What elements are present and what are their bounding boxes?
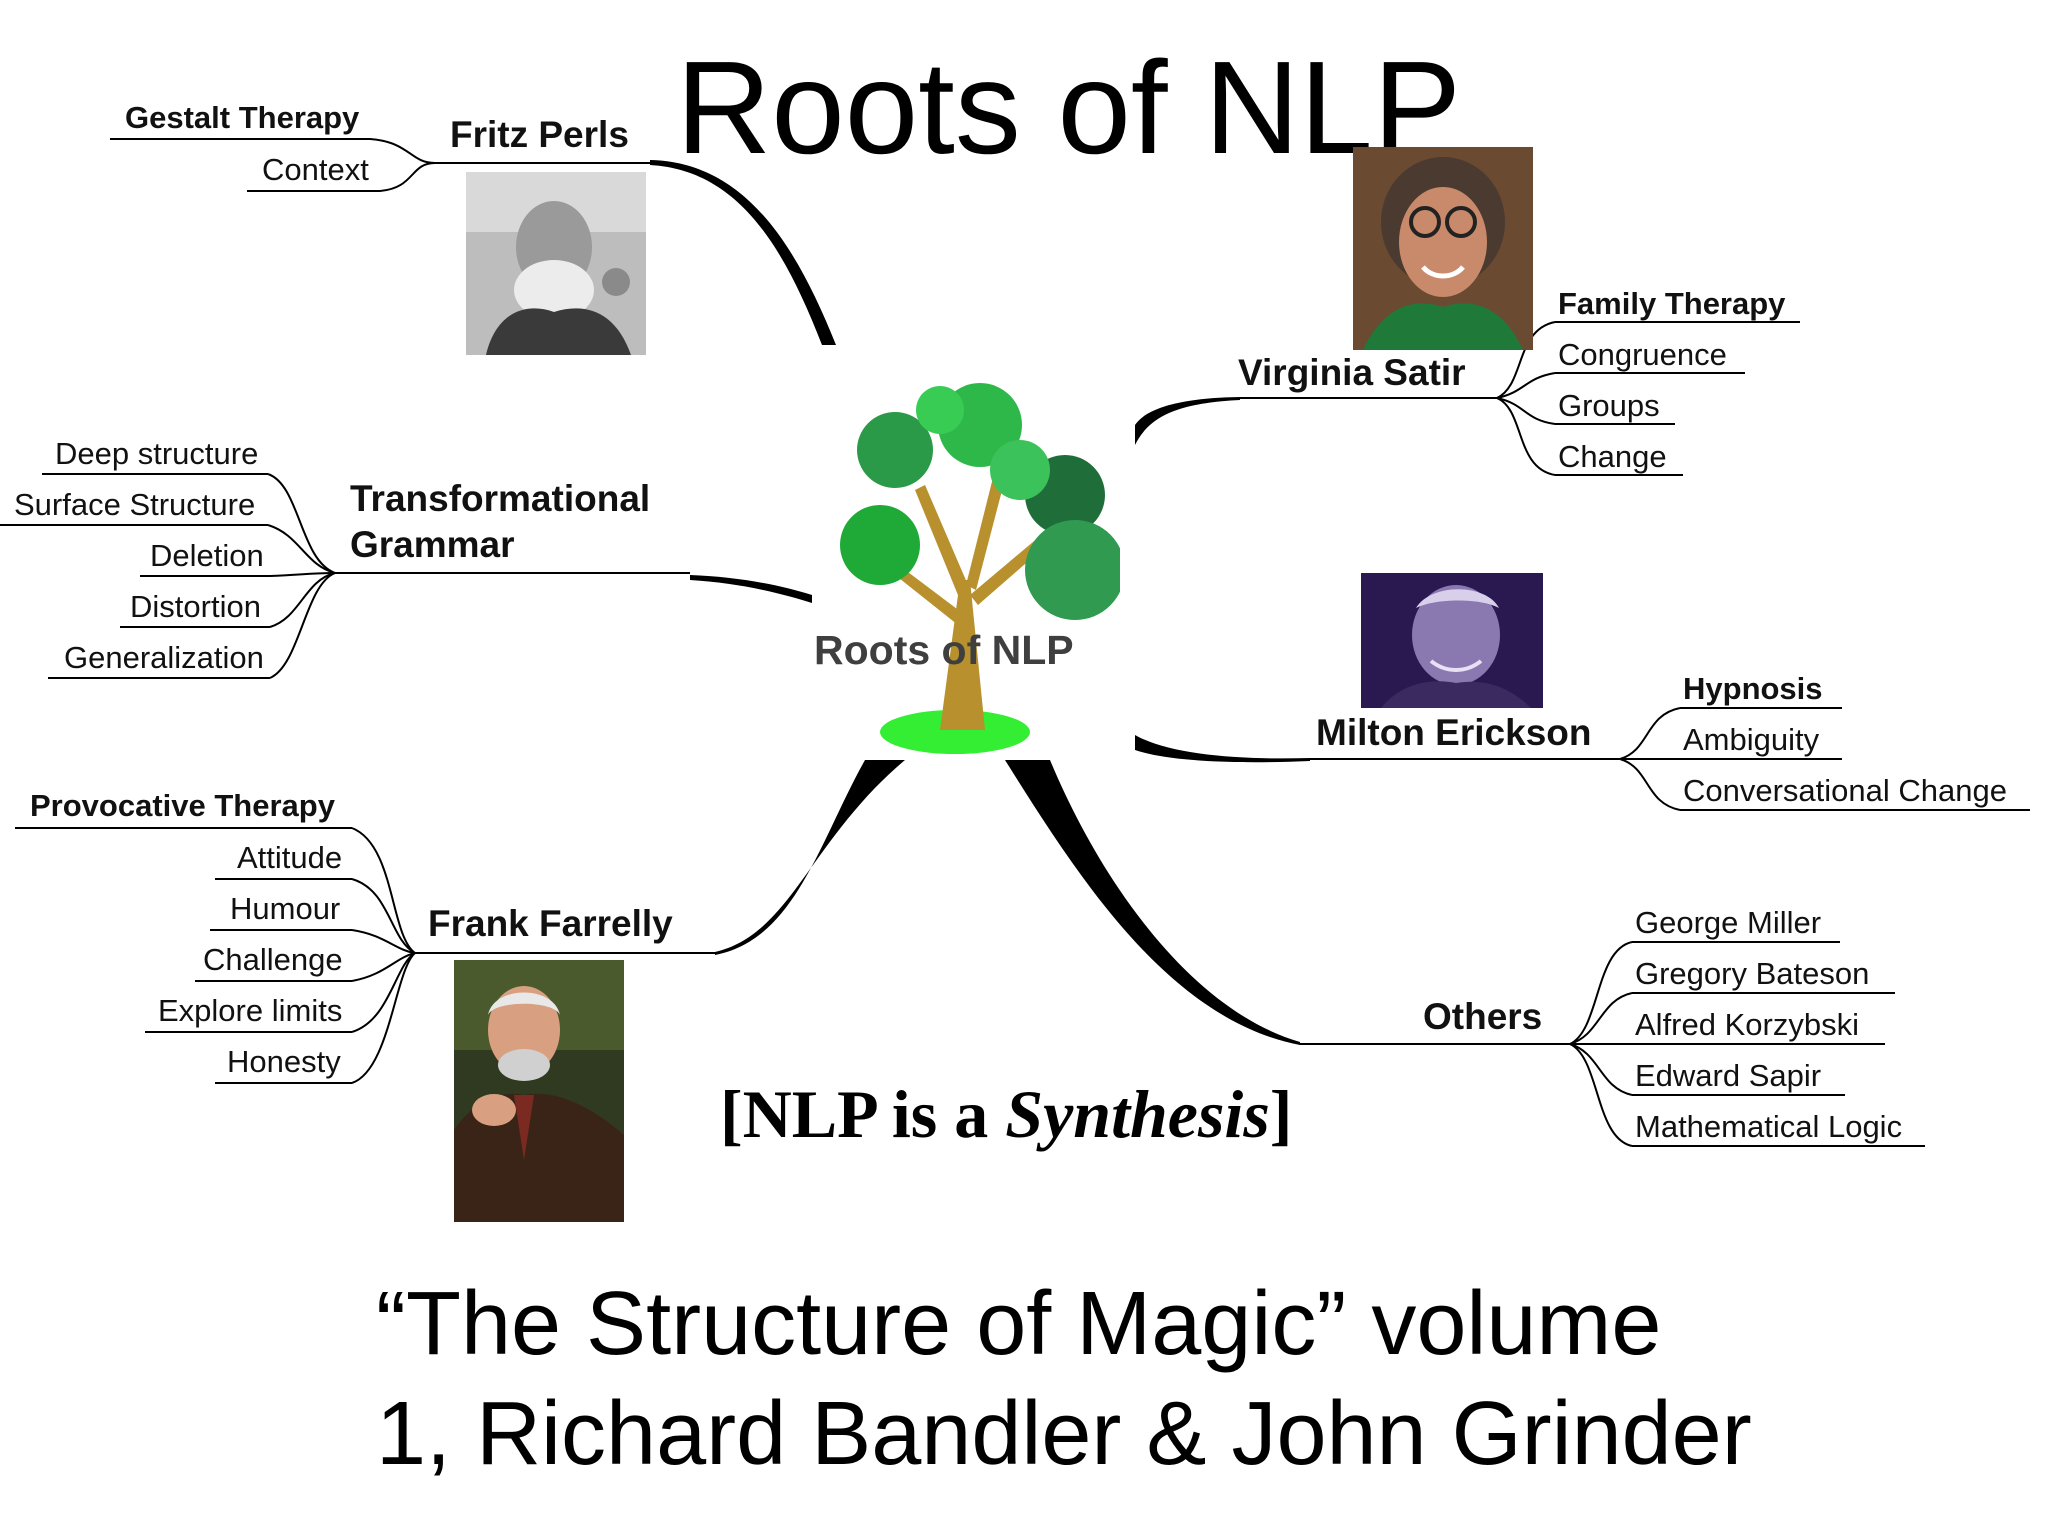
branch-name-fritz-perls: Fritz Perls — [450, 114, 629, 155]
synthesis-caption: [NLP is a Synthesis] — [720, 1075, 1292, 1154]
topic-groups: Groups — [1558, 388, 1660, 423]
topic-change: Change — [1558, 439, 1667, 474]
topic-george-miller: George Miller — [1635, 905, 1822, 940]
topic-attitude: Attitude — [237, 840, 343, 875]
branch-name-others: Others — [1423, 996, 1543, 1037]
topic-edward-sapir: Edward Sapir — [1635, 1058, 1822, 1093]
topic-generalization: Generalization — [64, 640, 264, 675]
center-node-label: Roots of NLP — [814, 627, 1074, 673]
tree-icon — [820, 370, 1125, 760]
book-quote: “The Structure of Magic” volume 1, Richa… — [376, 1269, 1756, 1489]
topic-congruence: Congruence — [1558, 337, 1727, 372]
virginia-satir-portrait — [1353, 147, 1533, 350]
branch-name-frank-farrelly: Frank Farrelly — [428, 903, 673, 944]
topic-hypnosis: Hypnosis — [1683, 671, 1823, 706]
synthesis-close: ] — [1269, 1076, 1293, 1152]
book-quote-text: “The Structure of Magic” volume 1, Richa… — [376, 1274, 1752, 1484]
topic-deletion: Deletion — [150, 538, 264, 573]
topic-deep-structure: Deep structure — [55, 436, 259, 471]
topic-honesty: Honesty — [227, 1044, 341, 1079]
topic-gestalt-therapy: Gestalt Therapy — [125, 100, 360, 135]
synthesis-open: [NLP is a — [720, 1076, 1006, 1152]
frank-farrelly-portrait — [454, 960, 624, 1222]
branch-name-grammar: Grammar — [350, 524, 515, 565]
topic-surface-structure: Surface Structure — [14, 487, 256, 522]
topic-conversational-change: Conversational Change — [1683, 773, 2007, 808]
topic-context: Context — [262, 152, 369, 187]
topic-gregory-bateson: Gregory Bateson — [1635, 956, 1870, 991]
page-title: Roots of NLP — [676, 34, 1462, 181]
topic-provocative-therapy: Provocative Therapy — [30, 788, 335, 823]
branch-name-virginia-satir: Virginia Satir — [1238, 352, 1466, 393]
synthesis-emphasis: Synthesis — [1005, 1076, 1270, 1152]
topic-mathematical-logic: Mathematical Logic — [1635, 1109, 1903, 1144]
topic-explore-limits: Explore limits — [158, 993, 343, 1028]
branch-name-milton-erickson: Milton Erickson — [1316, 712, 1592, 753]
topic-alfred-korzybski: Alfred Korzybski — [1635, 1007, 1859, 1042]
topic-humour: Humour — [230, 891, 341, 926]
topic-ambiguity: Ambiguity — [1683, 722, 1820, 757]
topic-family-therapy: Family Therapy — [1558, 286, 1786, 321]
milton-erickson-portrait — [1361, 573, 1543, 708]
topic-challenge: Challenge — [203, 942, 343, 977]
topic-distortion: Distortion — [130, 589, 261, 624]
fritz-perls-portrait — [466, 172, 646, 355]
branch-name-transformational: Transformational — [350, 478, 651, 519]
